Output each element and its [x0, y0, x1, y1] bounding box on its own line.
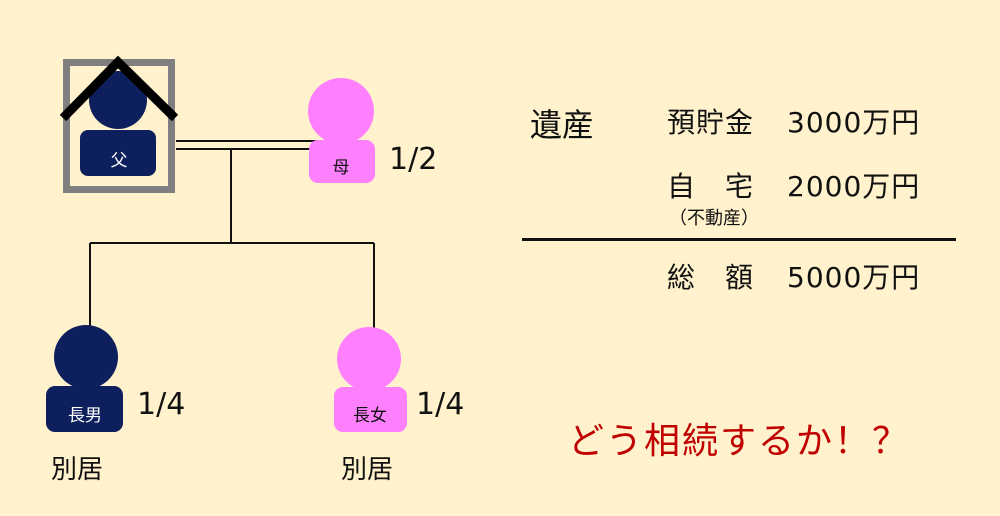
estate-item-home-label: 自 宅 — [667, 170, 755, 203]
estate-item-home-value: 2000万円 — [787, 170, 921, 203]
father-body — [80, 130, 156, 176]
mother-head — [308, 78, 374, 144]
son-share: 1/4 — [137, 387, 186, 422]
estate-divider — [522, 238, 956, 241]
father-label: 父 — [110, 151, 128, 171]
estate-title: 遺産 — [530, 106, 595, 144]
question-text: どう相続するか！？ — [568, 421, 911, 462]
estate-item-home-note: （不動産） — [669, 208, 759, 229]
mourning-ribbon-icon — [59, 55, 179, 122]
father-head — [89, 71, 147, 129]
estate-item-savings-label: 預貯金 — [667, 106, 755, 139]
son-head — [54, 325, 118, 389]
mother-share: 1/2 — [389, 142, 438, 177]
son-body — [46, 386, 123, 432]
son-label: 長男 — [68, 406, 102, 426]
daughter-head — [337, 327, 401, 391]
son-living-status: 別居 — [51, 455, 104, 485]
mother-body — [309, 140, 375, 183]
daughter-label: 長女 — [353, 406, 387, 426]
daughter-body — [334, 387, 407, 432]
estate-total-value: 5000万円 — [787, 261, 921, 294]
estate-item-savings-value: 3000万円 — [787, 106, 921, 139]
estate-total-label: 総 額 — [667, 261, 755, 294]
daughter-share: 1/4 — [416, 387, 465, 422]
mother-label: 母 — [332, 158, 350, 178]
daughter-living-status: 別居 — [341, 455, 394, 485]
